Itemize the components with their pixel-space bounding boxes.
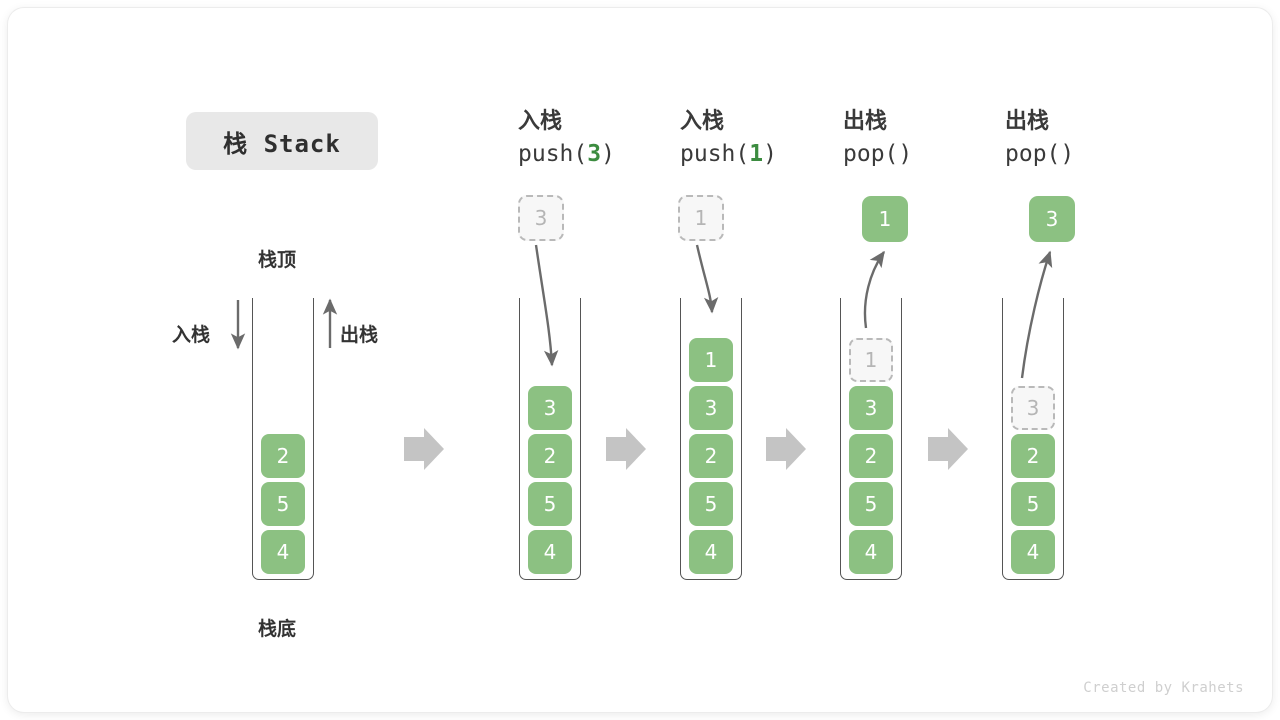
stack-cell: 2 bbox=[261, 434, 305, 478]
stack-walls bbox=[680, 298, 742, 580]
stack-walls bbox=[519, 298, 581, 580]
stack-cell-ghost: 1 bbox=[849, 338, 893, 382]
code-suffix: ) bbox=[763, 141, 777, 167]
stack-cell: 4 bbox=[689, 530, 733, 574]
incoming-element-3: 3 bbox=[518, 195, 564, 241]
watermark: Created by Krahets bbox=[1083, 680, 1244, 696]
code-suffix: ) bbox=[1060, 141, 1075, 167]
stack-cells: 4 5 2 3 bbox=[1002, 382, 1064, 574]
stack-cell: 4 bbox=[1011, 530, 1055, 574]
stack-cell: 4 bbox=[261, 530, 305, 574]
popped-element-3: 3 bbox=[1029, 196, 1075, 242]
code-prefix: pop( bbox=[843, 141, 899, 167]
popped-element-1: 1 bbox=[862, 196, 908, 242]
stage-header-cn: 入栈 bbox=[680, 109, 725, 134]
stack-cell: 5 bbox=[1011, 482, 1055, 526]
stack-cell: 3 bbox=[849, 386, 893, 430]
stack-cell: 1 bbox=[689, 338, 733, 382]
stack-cell: 4 bbox=[528, 530, 572, 574]
stage-header-pop-1: 出栈 pop() bbox=[843, 107, 1013, 171]
stack-cell: 4 bbox=[849, 530, 893, 574]
code-suffix: ) bbox=[898, 141, 913, 167]
stack-cell: 5 bbox=[849, 482, 893, 526]
stack-title-badge: 栈 Stack bbox=[186, 112, 378, 170]
stack-cell: 5 bbox=[261, 482, 305, 526]
stack-top-label: 栈顶 bbox=[258, 249, 297, 271]
stage-header-push-1: 入栈 push(1) bbox=[680, 107, 850, 171]
stack-cell: 5 bbox=[528, 482, 572, 526]
stack-cell: 2 bbox=[1011, 434, 1055, 478]
code-prefix: pop( bbox=[1005, 141, 1061, 167]
code-prefix: push( bbox=[680, 141, 750, 167]
stack-after-pop-3: 4 5 2 3 bbox=[1002, 298, 1066, 580]
stack-after-push-3: 4 5 2 3 bbox=[519, 298, 583, 580]
stack-cell: 3 bbox=[689, 386, 733, 430]
code-suffix: ) bbox=[601, 141, 615, 167]
stage-header-cn: 入栈 bbox=[518, 109, 563, 134]
pop-direction-label: 出栈 bbox=[340, 324, 379, 346]
stage-header-push-3: 入栈 push(3) bbox=[518, 107, 688, 171]
stage-header-code: pop() bbox=[1005, 137, 1175, 171]
stack-walls bbox=[1002, 298, 1064, 580]
stack-initial: 4 5 2 bbox=[252, 298, 316, 580]
stack-cell: 3 bbox=[528, 386, 572, 430]
stage-header-pop-3: 出栈 pop() bbox=[1005, 107, 1175, 171]
stage-header-code: pop() bbox=[843, 137, 1013, 171]
stack-cell: 5 bbox=[689, 482, 733, 526]
stage-header-code: push(3) bbox=[518, 137, 688, 171]
stack-cells: 4 5 2 3 1 bbox=[840, 334, 902, 574]
stack-walls bbox=[252, 298, 314, 580]
stack-after-pop-1: 4 5 2 3 1 bbox=[840, 298, 904, 580]
stage-header-cn: 出栈 bbox=[843, 109, 888, 134]
stack-bottom-label: 栈底 bbox=[258, 618, 297, 640]
stack-cell-ghost: 3 bbox=[1011, 386, 1055, 430]
stage-header-code: push(1) bbox=[680, 137, 850, 171]
stage-header-cn: 出栈 bbox=[1005, 109, 1050, 134]
incoming-element-1: 1 bbox=[678, 195, 724, 241]
stack-cells: 4 5 2 bbox=[252, 430, 314, 574]
stack-cell: 2 bbox=[849, 434, 893, 478]
push-direction-label: 入栈 bbox=[172, 324, 211, 346]
stack-cells: 4 5 2 3 bbox=[519, 382, 581, 574]
stack-walls bbox=[840, 298, 902, 580]
code-arg: 3 bbox=[587, 141, 602, 167]
code-prefix: push( bbox=[518, 141, 588, 167]
code-arg: 1 bbox=[749, 141, 764, 167]
stack-cell: 2 bbox=[528, 434, 572, 478]
stack-cells: 4 5 2 3 1 bbox=[680, 334, 742, 574]
stack-after-push-1: 4 5 2 3 1 bbox=[680, 298, 744, 580]
stack-cell: 2 bbox=[689, 434, 733, 478]
